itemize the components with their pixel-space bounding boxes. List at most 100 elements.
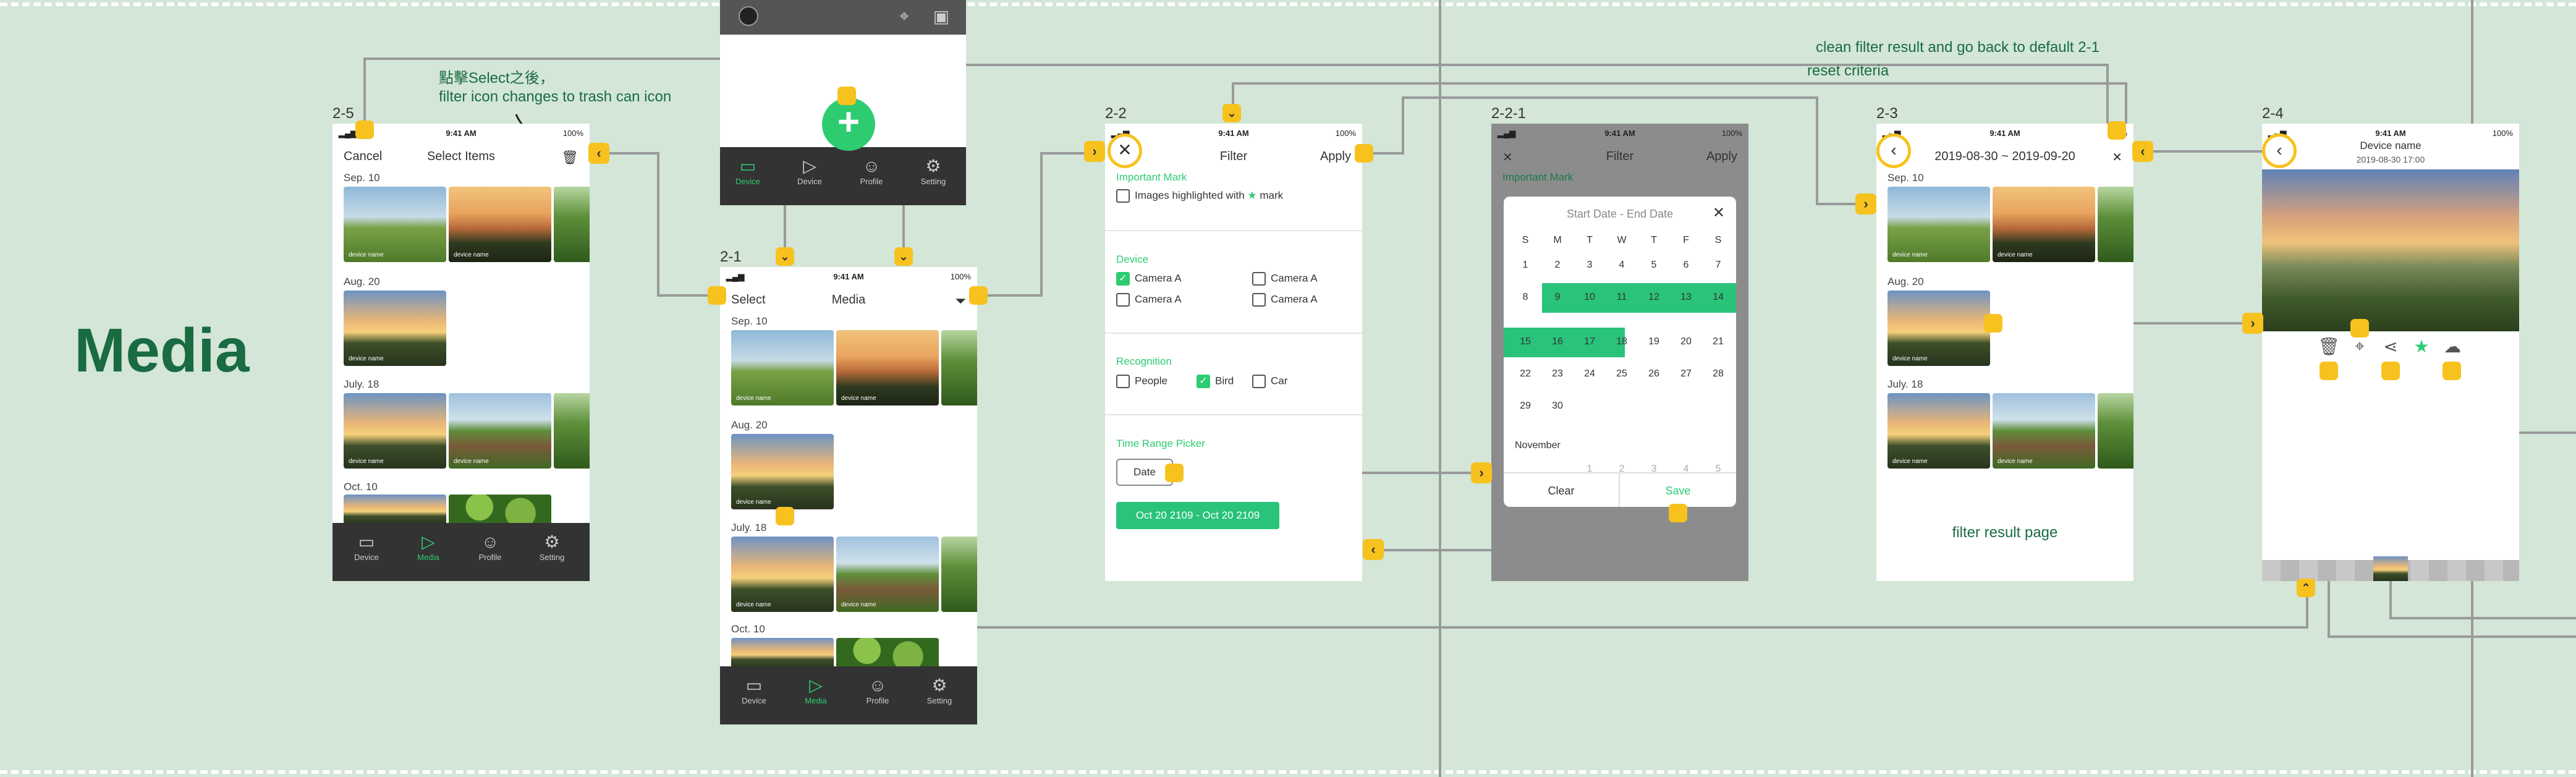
tab-device[interactable]: ▭Device <box>726 675 782 705</box>
recognition-option[interactable]: People <box>1116 375 1167 388</box>
calendar-day[interactable]: 15 <box>1520 336 1531 347</box>
calendar-day[interactable]: 4 <box>1619 260 1625 270</box>
device-option[interactable]: Camera A <box>1252 272 1318 286</box>
calendar-day[interactable]: 18 <box>1616 336 1627 347</box>
calendar-day[interactable]: 14 <box>1713 292 1724 302</box>
checkbox[interactable] <box>1116 189 1130 203</box>
calendar-day[interactable]: 2 <box>1619 464 1625 474</box>
media-thumb[interactable] <box>731 638 834 669</box>
media-thumb[interactable]: device name <box>449 393 551 469</box>
media-thumb[interactable] <box>2098 393 2133 469</box>
add-button[interactable]: + <box>822 98 875 151</box>
calendar-day[interactable]: 23 <box>1552 368 1563 379</box>
device-option[interactable]: Camera A <box>1252 293 1318 307</box>
tab-setting[interactable]: ⚙Setting <box>905 156 961 186</box>
recognition-option[interactable]: Car <box>1252 375 1287 388</box>
calendar-day[interactable]: 29 <box>1520 401 1531 411</box>
media-thumb[interactable]: device name <box>344 291 446 366</box>
calendar-day[interactable]: 21 <box>1713 336 1724 347</box>
save-button[interactable]: Save <box>1620 472 1736 507</box>
checkbox[interactable] <box>1116 375 1130 388</box>
media-thumb[interactable] <box>2098 187 2133 262</box>
strip-current-thumb[interactable] <box>2373 556 2408 581</box>
device-option[interactable]: Camera A <box>1116 293 1182 307</box>
tab-profile[interactable]: ☺Profile <box>462 532 518 562</box>
calendar-day[interactable]: 6 <box>1683 260 1689 270</box>
media-thumb[interactable]: device name <box>731 330 834 405</box>
clear-button[interactable]: Clear <box>1504 472 1620 507</box>
calendar-day[interactable]: 16 <box>1552 336 1563 347</box>
filter-icon[interactable]: ⏷ <box>955 293 966 308</box>
apply-button[interactable]: Apply <box>1320 150 1351 163</box>
checkbox[interactable] <box>1252 375 1266 388</box>
calendar-day[interactable]: 3 <box>1651 464 1657 474</box>
calendar-day[interactable]: 26 <box>1648 368 1659 379</box>
tab-device[interactable]: ▭Device <box>720 156 776 186</box>
media-thumb[interactable] <box>941 537 977 612</box>
calendar-day[interactable]: 19 <box>1648 336 1659 347</box>
tab-setting[interactable]: ⚙Setting <box>524 532 580 562</box>
tab-media[interactable]: ▷Media <box>400 532 456 562</box>
calendar-day[interactable]: 7 <box>1715 260 1721 270</box>
select-button[interactable]: Select <box>731 293 766 307</box>
tab-profile[interactable]: ☺Profile <box>850 675 905 705</box>
calendar-day[interactable]: 11 <box>1616 292 1627 302</box>
calendar-day[interactable]: 4 <box>1683 464 1689 474</box>
calendar-day[interactable]: 17 <box>1584 336 1595 347</box>
media-thumb[interactable]: device name <box>344 187 446 262</box>
date-button[interactable]: Date <box>1116 459 1173 486</box>
date-range-pill[interactable]: Oct 20 2109 - Oct 20 2109 <box>1116 502 1279 529</box>
calendar-day[interactable]: 5 <box>1715 464 1721 474</box>
calendar-day[interactable]: 22 <box>1520 368 1531 379</box>
location-icon[interactable]: ⌖ <box>899 6 909 25</box>
calendar-day[interactable]: 25 <box>1616 368 1627 379</box>
media-thumb[interactable]: device name <box>1993 187 2095 262</box>
calendar-day[interactable]: 1 <box>1587 464 1593 474</box>
device-option[interactable]: ✓Camera A <box>1116 272 1182 286</box>
media-thumb[interactable] <box>449 495 551 525</box>
media-thumb[interactable]: device name <box>836 330 939 405</box>
media-thumb[interactable]: device name <box>731 537 834 612</box>
calendar-day[interactable]: 9 <box>1554 292 1561 302</box>
share-icon[interactable]: ⋖ <box>2383 337 2398 356</box>
calendar-day[interactable]: 13 <box>1680 292 1692 302</box>
apply-button[interactable]: Apply <box>1706 150 1737 163</box>
cancel-button[interactable]: Cancel <box>344 150 383 163</box>
calendar-day[interactable]: 20 <box>1680 336 1692 347</box>
star-icon[interactable]: ★ <box>2413 337 2430 356</box>
checkbox[interactable] <box>1116 293 1130 307</box>
trash-icon[interactable]: 🗑 <box>561 150 578 165</box>
tab-device[interactable]: ▭Device <box>339 532 394 562</box>
media-thumb[interactable] <box>554 393 590 469</box>
calendar-day[interactable]: 3 <box>1587 260 1593 270</box>
checkbox[interactable] <box>1252 272 1266 286</box>
media-thumb[interactable] <box>836 638 939 669</box>
calendar-day[interactable]: 2 <box>1554 260 1561 270</box>
checkbox-checked[interactable]: ✓ <box>1116 272 1130 286</box>
media-thumb[interactable] <box>344 495 446 525</box>
media-thumb[interactable]: device name <box>1888 187 1990 262</box>
checkbox[interactable] <box>1252 293 1266 307</box>
media-thumb[interactable] <box>554 187 590 262</box>
tab-profile[interactable]: ☺Profile <box>844 156 899 186</box>
tab-media[interactable]: ▷Media <box>788 675 844 705</box>
cloud-download-icon[interactable]: ☁ <box>2444 337 2461 356</box>
calendar-day[interactable]: 10 <box>1584 292 1595 302</box>
important-mark-option[interactable]: Images highlighted with ★ mark <box>1116 189 1283 203</box>
back-arrow-icon[interactable]: ‹ <box>2262 134 2297 168</box>
calendar-day[interactable]: 12 <box>1648 292 1659 302</box>
calendar-day[interactable]: 1 <box>1522 260 1528 270</box>
media-thumb[interactable] <box>941 330 977 405</box>
close-icon[interactable]: ✕ <box>1712 205 1725 221</box>
calendar-day[interactable]: 30 <box>1552 401 1563 411</box>
calendar-day[interactable]: 5 <box>1651 260 1657 270</box>
media-thumb[interactable]: device name <box>836 537 939 612</box>
calendar-day[interactable]: 24 <box>1584 368 1595 379</box>
calendar-day[interactable]: 27 <box>1680 368 1692 379</box>
tab-media[interactable]: ▷Device <box>782 156 837 186</box>
location-icon[interactable]: ⌖ <box>2355 336 2365 355</box>
camera-icon[interactable]: ▣ <box>933 7 950 26</box>
checkbox-checked[interactable]: ✓ <box>1197 375 1210 388</box>
tab-setting[interactable]: ⚙Setting <box>912 675 967 705</box>
media-thumb[interactable]: device name <box>731 434 834 509</box>
